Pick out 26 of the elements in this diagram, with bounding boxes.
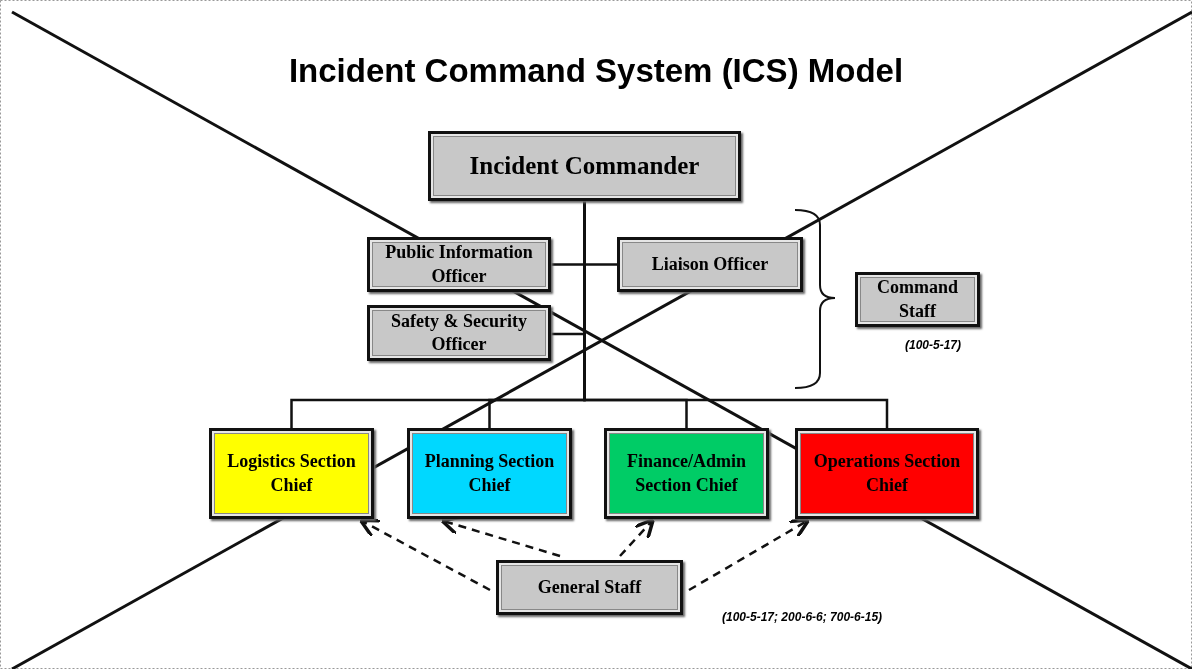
role-label: Liaison Officer (651, 252, 769, 276)
role-label: Command Staff (876, 276, 959, 323)
diagram-title: Incident Command System (ICS) Model (287, 52, 905, 90)
role-label: Finance/Admin Section Chief (626, 450, 747, 497)
role-box (407, 428, 572, 519)
role-label: Incident Commander (469, 150, 700, 181)
role-box (496, 560, 683, 615)
role-label: General Staff (537, 575, 642, 599)
role-box (367, 305, 551, 361)
role-box (795, 428, 979, 519)
role-box (367, 237, 551, 292)
role-label: Safety & Security Officer (390, 309, 528, 356)
dashed-arrow (619, 517, 655, 557)
reference-note: (100-5-17; 200-6-6; 700-6-15) (722, 610, 883, 624)
role-box (617, 237, 803, 292)
role-label: Public Information Officer (384, 241, 534, 288)
role-box (209, 428, 374, 519)
role-label: Operations Section Chief (812, 450, 962, 497)
role-label: Planning Section Chief (423, 450, 556, 497)
commander-box (428, 131, 741, 201)
role-box (604, 428, 769, 519)
role-box (855, 272, 980, 327)
reference-note: (100-5-17) (905, 338, 962, 352)
dashed-arrow (358, 518, 491, 592)
dashed-arrow (688, 518, 811, 592)
role-label: Logistics Section Chief (226, 450, 357, 497)
